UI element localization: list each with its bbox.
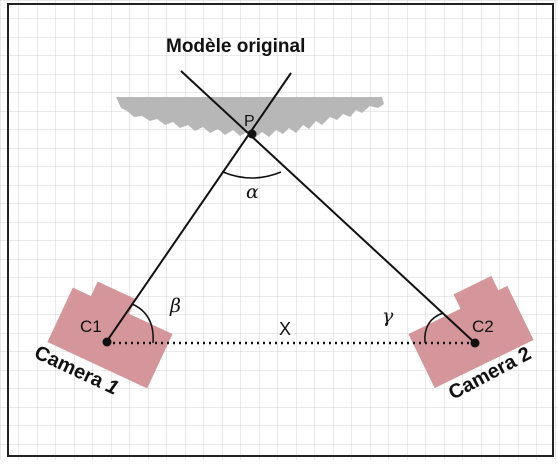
point-c1 [102, 337, 112, 347]
angle-gamma-label: γ [382, 305, 394, 327]
angle-gamma-arc [424, 312, 444, 344]
angle-alpha-arc [222, 171, 282, 179]
point-c2 [470, 338, 480, 348]
camera-2-body [408, 275, 534, 389]
point-p-label: P [244, 113, 255, 130]
frame-border [7, 3, 554, 457]
original-model-surface [116, 97, 384, 138]
ray-camera-2 [180, 70, 476, 344]
angle-alpha-label: α [246, 181, 259, 203]
angle-beta-label: β [169, 295, 181, 317]
baseline-label: X [279, 319, 291, 339]
camera-1-point-label: C1 [80, 317, 102, 336]
camera-2-point-label: C2 [472, 317, 494, 336]
angle-beta-arc [131, 303, 154, 344]
point-p [247, 129, 257, 139]
ray-camera-1 [106, 72, 292, 342]
diagram-title: Modèle original [166, 36, 305, 57]
